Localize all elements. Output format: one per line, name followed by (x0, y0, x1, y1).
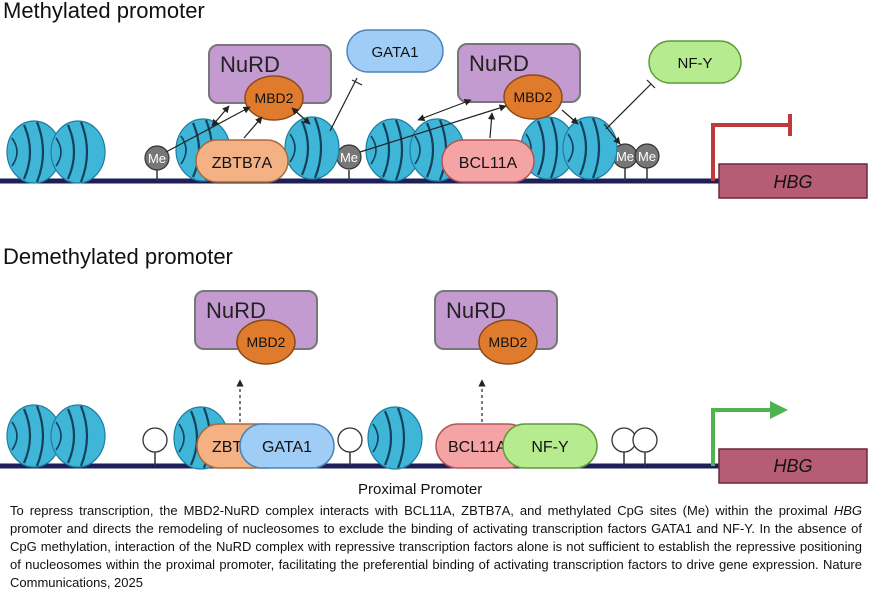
svg-text:MBD2: MBD2 (247, 334, 286, 350)
interaction-arrows (165, 77, 656, 153)
caption-text: promoter and directs the remodeling of n… (10, 521, 862, 590)
top-panel: Me Me Me Me ZBTB7A (0, 29, 868, 199)
svg-text:NuRD: NuRD (469, 51, 529, 76)
bcl11a-factor: BCL11A (441, 139, 535, 183)
cpg-site (142, 427, 168, 466)
cpg-site (337, 427, 363, 466)
panel-title-methylated: Methylated promoter (3, 0, 205, 23)
nucleosome (283, 115, 341, 181)
svg-text:Me: Me (616, 149, 634, 164)
cpg-site (611, 427, 637, 466)
figure-caption: To repress transcription, the MBD2-NuRD … (10, 502, 862, 592)
bottom-panel: ZBTB7A GATA1 BCL11A NF-Y NuRD MBD2 NuRD (0, 290, 868, 484)
svg-text:NF-Y: NF-Y (678, 55, 713, 72)
methyl-mark: Me (612, 143, 638, 181)
hbg-gene-box: HBG (718, 163, 868, 199)
methyl-mark: Me (634, 143, 660, 181)
nurd-complex: NuRD MBD2 (194, 290, 318, 365)
svg-text:NF-Y: NF-Y (531, 439, 569, 456)
hbg-gene-box: HBG (718, 448, 868, 484)
gata1-factor: GATA1 (346, 29, 444, 73)
nurd-complex: NuRD MBD2 (208, 44, 332, 121)
cpg-site (632, 427, 658, 466)
svg-text:MBD2: MBD2 (514, 89, 553, 105)
nucleosome (366, 405, 424, 471)
svg-text:GATA1: GATA1 (372, 44, 419, 61)
svg-text:BCL11A: BCL11A (459, 155, 518, 172)
svg-text:GATA1: GATA1 (262, 439, 312, 456)
nucleosome (49, 403, 107, 469)
svg-text:MBD2: MBD2 (489, 334, 528, 350)
nurd-complex: NuRD MBD2 (457, 43, 581, 120)
methyl-mark: Me (144, 145, 170, 181)
gata1-factor: GATA1 (239, 423, 335, 469)
svg-text:NuRD: NuRD (206, 298, 266, 323)
svg-text:Me: Me (340, 150, 358, 165)
svg-text:BCL11A: BCL11A (448, 439, 507, 456)
svg-text:Me: Me (638, 149, 656, 164)
diagram-canvas: Me Me Me Me ZBTB7A (0, 29, 868, 484)
nurd-complex: NuRD MBD2 (434, 290, 558, 365)
caption-gene: HBG (833, 503, 862, 518)
region-label: Proximal Promoter (358, 481, 483, 498)
svg-text:ZBTB7A: ZBTB7A (212, 155, 273, 172)
caption-text: To repress transcription, the MBD2-NuRD … (10, 503, 834, 518)
repressed-tss-arrow (711, 114, 792, 181)
active-tss-arrow (711, 401, 788, 466)
svg-text:HBG: HBG (773, 172, 812, 192)
nfy-factor: NF-Y (502, 423, 598, 469)
svg-text:HBG: HBG (773, 456, 812, 476)
methyl-mark: Me (336, 144, 362, 181)
svg-text:MBD2: MBD2 (255, 90, 294, 106)
nucleosome (49, 119, 107, 185)
nfy-factor: NF-Y (648, 40, 742, 84)
svg-text:NuRD: NuRD (446, 298, 506, 323)
svg-text:Me: Me (148, 151, 166, 166)
zbtb7a-factor: ZBTB7A (195, 139, 289, 183)
panel-title-demethylated: Demethylated promoter (3, 244, 233, 269)
svg-text:NuRD: NuRD (220, 52, 280, 77)
